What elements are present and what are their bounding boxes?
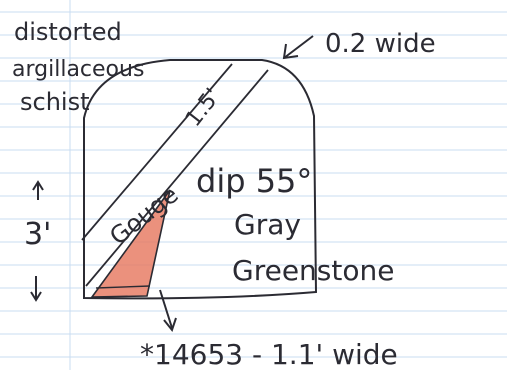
rock-label-line-3: schist — [20, 88, 90, 116]
rock-label-line-2: argillaceous — [12, 57, 144, 82]
rock-right-line-2: Greenstone — [232, 254, 394, 287]
gouge-base-line — [95, 285, 151, 289]
fault-line-upper — [81, 63, 233, 241]
inner-width-label: 1.5' — [181, 84, 226, 132]
rock-label-line-1: distorted — [14, 18, 122, 46]
rock-right-line-1: Gray — [234, 208, 301, 241]
sample-arrow-icon — [159, 289, 177, 333]
dip-label: dip 55° — [196, 162, 312, 200]
vein-width-label: 0.2 wide — [325, 29, 436, 59]
drift-outline — [83, 59, 318, 300]
gouge-wedge — [90, 189, 171, 298]
height-scale-label: 3' — [24, 217, 51, 252]
pointer-arrow-icon — [282, 35, 314, 60]
arrow-down-icon — [30, 276, 42, 302]
fault-line-lower — [85, 69, 269, 287]
sample-label: *14653 - 1.1' wide — [140, 338, 398, 370]
arrow-up-icon — [32, 180, 44, 200]
